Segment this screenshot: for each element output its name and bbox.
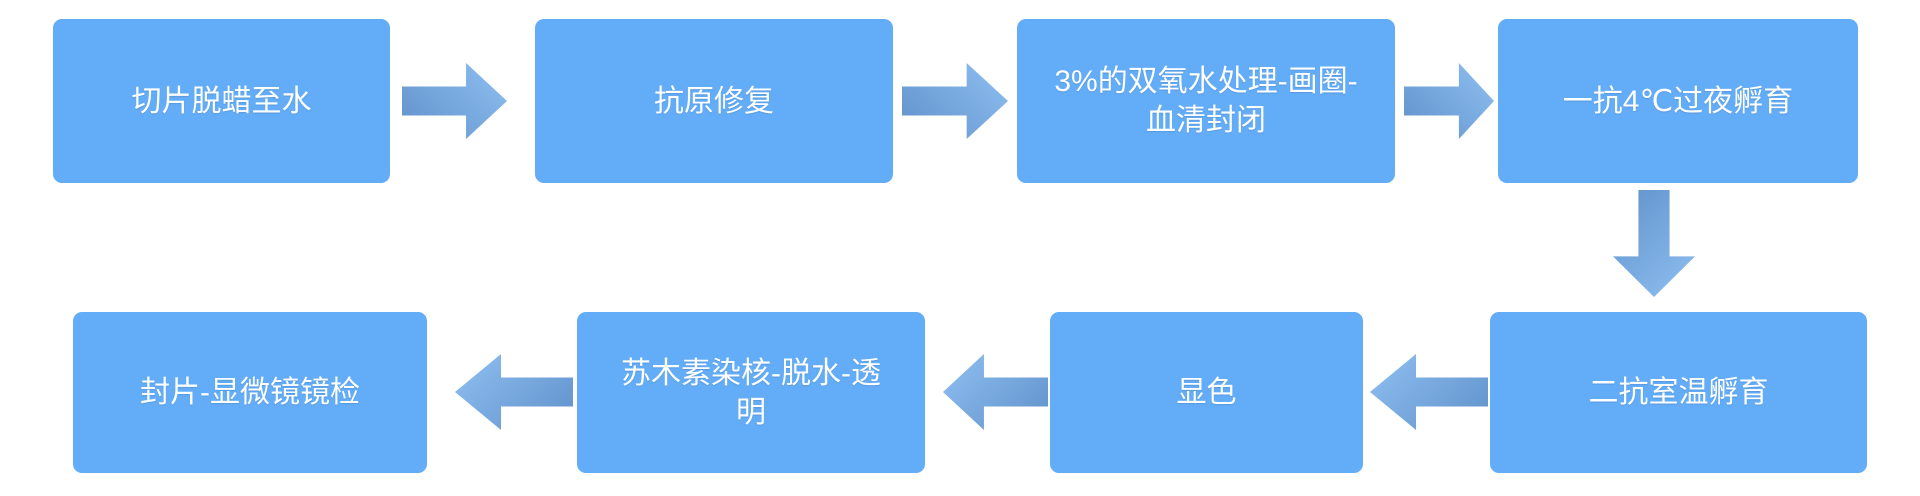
flow-step-label: 苏木素染核-脱水-透 明: [621, 356, 881, 429]
flow-step-color-development: 显色: [1050, 312, 1363, 473]
flow-step-label: 抗原修复: [654, 84, 774, 118]
arrow-left-icon: [455, 354, 573, 430]
flow-step-label: 切片脱蜡至水: [131, 84, 312, 118]
flow-step-dewax-to-water: 切片脱蜡至水: [53, 19, 390, 183]
arrow-left-icon: [943, 354, 1048, 430]
arrow-left-icon: [1370, 354, 1488, 430]
arrow-right-icon: [902, 63, 1008, 139]
flow-step-label: 一抗4℃过夜孵育: [1562, 84, 1794, 118]
arrow-right-icon: [402, 63, 507, 139]
flow-step-label: 封片-显微镜镜检: [140, 376, 360, 409]
flow-step-secondary-antibody-room-temp: 二抗室温孵育: [1490, 312, 1867, 473]
flow-step-label: 3%的双氧水处理-画圈- 血清封闭: [1054, 65, 1358, 137]
arrow-right-icon: [1404, 63, 1494, 139]
flow-step-mount-microscope-check: 封片-显微镜镜检: [73, 312, 427, 473]
flow-step-hematoxylin-dehydrate-clear: 苏木素染核-脱水-透 明: [577, 312, 925, 473]
flow-step-label: 显色: [1176, 376, 1237, 409]
flow-step-primary-antibody-overnight: 一抗4℃过夜孵育: [1498, 19, 1858, 183]
flow-step-label: 二抗室温孵育: [1588, 376, 1769, 409]
flow-step-peroxide-circle-serum-block: 3%的双氧水处理-画圈- 血清封闭: [1017, 19, 1395, 183]
flow-step-antigen-retrieval: 抗原修复: [535, 19, 893, 183]
arrow-down-icon: [1613, 190, 1695, 297]
